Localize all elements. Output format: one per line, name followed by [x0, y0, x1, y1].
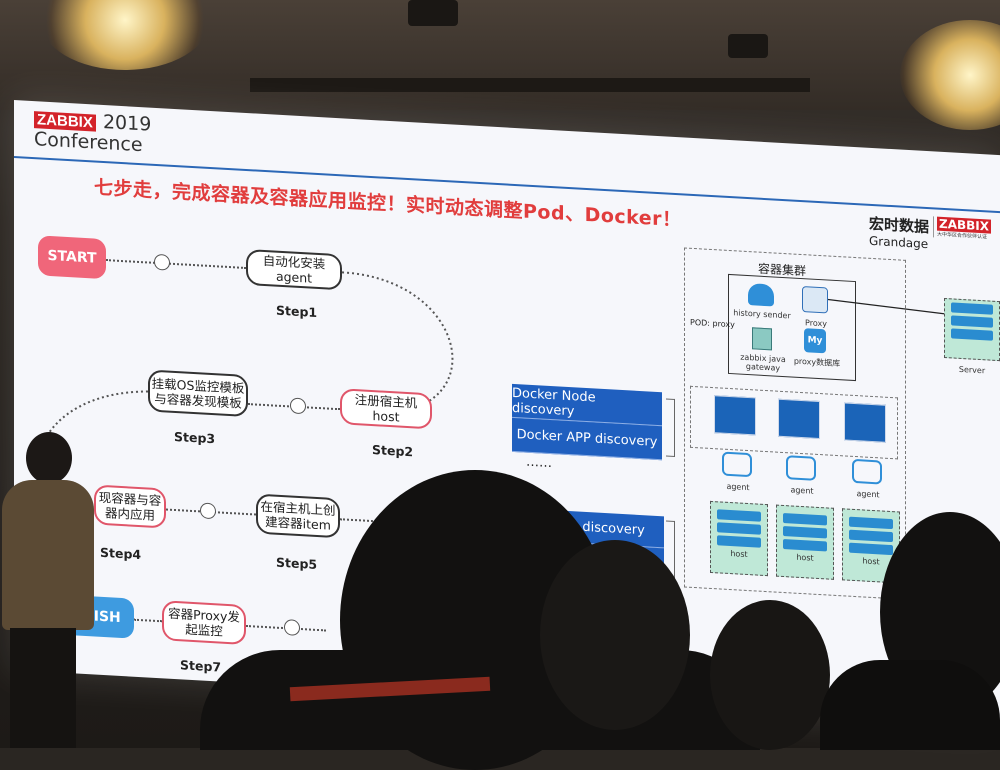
- ceiling-strip: [250, 78, 810, 92]
- step1-label: Step1: [276, 302, 318, 320]
- speaker: [0, 432, 100, 748]
- server-rack: [951, 315, 993, 328]
- host-rack: [783, 538, 827, 552]
- logo-sub: Conference: [34, 128, 143, 157]
- audience-head: [710, 600, 830, 750]
- curve-connector: [341, 271, 454, 413]
- slide-title: 七步走，完成容器及容器应用监控！实时动态调整Pod、Docker！: [94, 176, 682, 232]
- host-rack: [849, 529, 893, 543]
- sponsor-en: Grandage: [869, 233, 929, 252]
- zabbix-conference-logo: ZABBIX 2019 Conference: [34, 107, 151, 156]
- host-rack: [717, 509, 761, 522]
- host-box: host: [776, 504, 834, 580]
- step1-box: 自动化安装agent: [246, 248, 342, 291]
- step1-text: 自动化安装agent: [262, 252, 326, 286]
- host-rack: [717, 522, 761, 535]
- host-rack: [849, 542, 893, 556]
- step5-box: 在宿主机上创建容器item: [256, 493, 340, 539]
- sponsor-logo: 宏时数据 Grandage ZABBIX 大中华区合作伙伴认证: [869, 213, 1000, 255]
- docker-icon: [714, 395, 756, 436]
- host-rack: [849, 516, 893, 530]
- connector-node: [200, 502, 216, 520]
- step4-label: Step4: [100, 544, 142, 563]
- server-label: Server: [958, 364, 986, 376]
- step3-label: Step3: [174, 428, 216, 447]
- agent-icon: [786, 455, 816, 481]
- host-rack: [783, 525, 827, 539]
- proxy-label: Proxy: [805, 318, 827, 329]
- proxy-icon: [802, 286, 828, 314]
- host-label: host: [796, 552, 814, 563]
- step3-text: 挂载OS监控模板与容器发现模板: [151, 375, 245, 411]
- audience-head: [540, 540, 690, 730]
- server-rack: [951, 328, 993, 341]
- docker-app-discovery-button: Docker APP discovery: [512, 417, 662, 461]
- step7-label: Step7: [180, 657, 222, 675]
- discovery-bracket: [666, 398, 675, 457]
- connector: [106, 259, 246, 269]
- start-label: START: [47, 247, 97, 267]
- connector-node: [290, 397, 306, 415]
- host-label: host: [730, 549, 748, 560]
- ceiling-light: [728, 34, 768, 58]
- host-rack: [717, 535, 761, 548]
- connector-node: [154, 253, 170, 271]
- connector: [134, 618, 162, 623]
- step4-box: 现容器与容器内应用: [94, 484, 166, 529]
- agent-icon: [722, 451, 752, 478]
- step5-text: 在宿主机上创建容器item: [260, 498, 336, 533]
- audience-shoulders: [820, 660, 1000, 750]
- java-gateway-icon: [752, 327, 772, 351]
- speaker-head: [26, 432, 72, 484]
- step5-label: Step5: [276, 554, 318, 572]
- ellipsis: ……: [526, 454, 552, 472]
- server-icon: [944, 297, 1000, 362]
- step7-box: 容器Proxy发起监控: [162, 600, 246, 645]
- step2-box: 注册宿主机host: [340, 388, 432, 430]
- host-rack: [783, 512, 827, 526]
- docker-icon: [844, 402, 886, 443]
- docker-node-discovery-label: Docker Node discovery: [512, 385, 596, 419]
- history-sender-icon: [748, 283, 774, 307]
- ceiling-light: [408, 0, 458, 26]
- docker-app-discovery-label: Docker APP discovery: [516, 427, 658, 450]
- speaker-body: [2, 480, 94, 630]
- mysql-icon: My: [804, 328, 826, 354]
- step2-text: 注册宿主机host: [354, 392, 418, 425]
- java-gateway-label: zabbix java gateway: [740, 352, 786, 373]
- speaker-legs: [10, 628, 76, 748]
- docker-icon: [778, 398, 820, 440]
- agent-icon: [852, 458, 882, 485]
- step4-text: 现容器与容器内应用: [98, 489, 162, 523]
- step3-box: 挂载OS监控模板与容器发现模板: [148, 369, 248, 418]
- step2-label: Step2: [372, 442, 414, 460]
- server-rack: [951, 302, 993, 315]
- mysql-badge: My: [807, 335, 823, 347]
- host-box: host: [710, 500, 768, 577]
- step7-text: 容器Proxy发起监控: [168, 605, 240, 639]
- connector-node: [284, 619, 300, 636]
- start-badge: START: [38, 235, 106, 280]
